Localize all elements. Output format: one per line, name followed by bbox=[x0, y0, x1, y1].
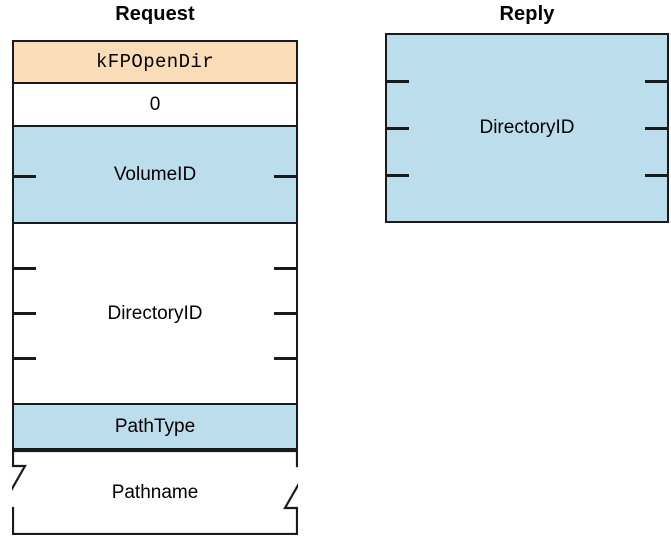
reply-column-title: Reply bbox=[499, 3, 555, 25]
request-packet-stack: kFPOpenDir 0 VolumeID DirectoryID bbox=[12, 40, 298, 535]
byte-tick-mark bbox=[14, 175, 36, 178]
request-field-command-label: kFPOpenDir bbox=[95, 51, 215, 73]
byte-tick-mark bbox=[387, 80, 409, 83]
reply-packet-stack: DirectoryID bbox=[385, 33, 669, 223]
request-field-pad-label: 0 bbox=[149, 93, 161, 115]
request-column-title: Request bbox=[115, 3, 195, 25]
request-field-pad: 0 bbox=[12, 82, 298, 125]
byte-tick-mark bbox=[387, 127, 409, 130]
byte-tick-mark bbox=[645, 80, 667, 83]
byte-tick-mark bbox=[387, 174, 409, 177]
byte-tick-mark bbox=[14, 357, 36, 360]
request-field-volumeid: VolumeID bbox=[12, 125, 298, 222]
request-field-command: kFPOpenDir bbox=[12, 40, 298, 82]
byte-tick-mark bbox=[14, 312, 36, 315]
request-field-directoryid-label: DirectoryID bbox=[107, 302, 203, 324]
reply-field-directoryid-label: DirectoryID bbox=[479, 117, 575, 138]
request-field-pathtype-label: PathType bbox=[114, 415, 196, 437]
request-field-directoryid: DirectoryID bbox=[12, 222, 298, 403]
byte-tick-mark bbox=[274, 357, 296, 360]
request-field-pathname: Pathname bbox=[12, 450, 298, 535]
byte-tick-mark bbox=[645, 174, 667, 177]
reply-field-directoryid: DirectoryID bbox=[385, 33, 669, 223]
byte-tick-mark bbox=[274, 175, 296, 178]
byte-tick-mark bbox=[274, 312, 296, 315]
request-field-pathname-label: Pathname bbox=[111, 481, 199, 503]
request-field-volumeid-label: VolumeID bbox=[113, 163, 197, 185]
torn-edge-shape bbox=[12, 450, 298, 535]
byte-tick-mark bbox=[14, 267, 36, 270]
request-field-pathtype: PathType bbox=[12, 403, 298, 450]
byte-tick-mark bbox=[645, 127, 667, 130]
byte-tick-mark bbox=[274, 267, 296, 270]
